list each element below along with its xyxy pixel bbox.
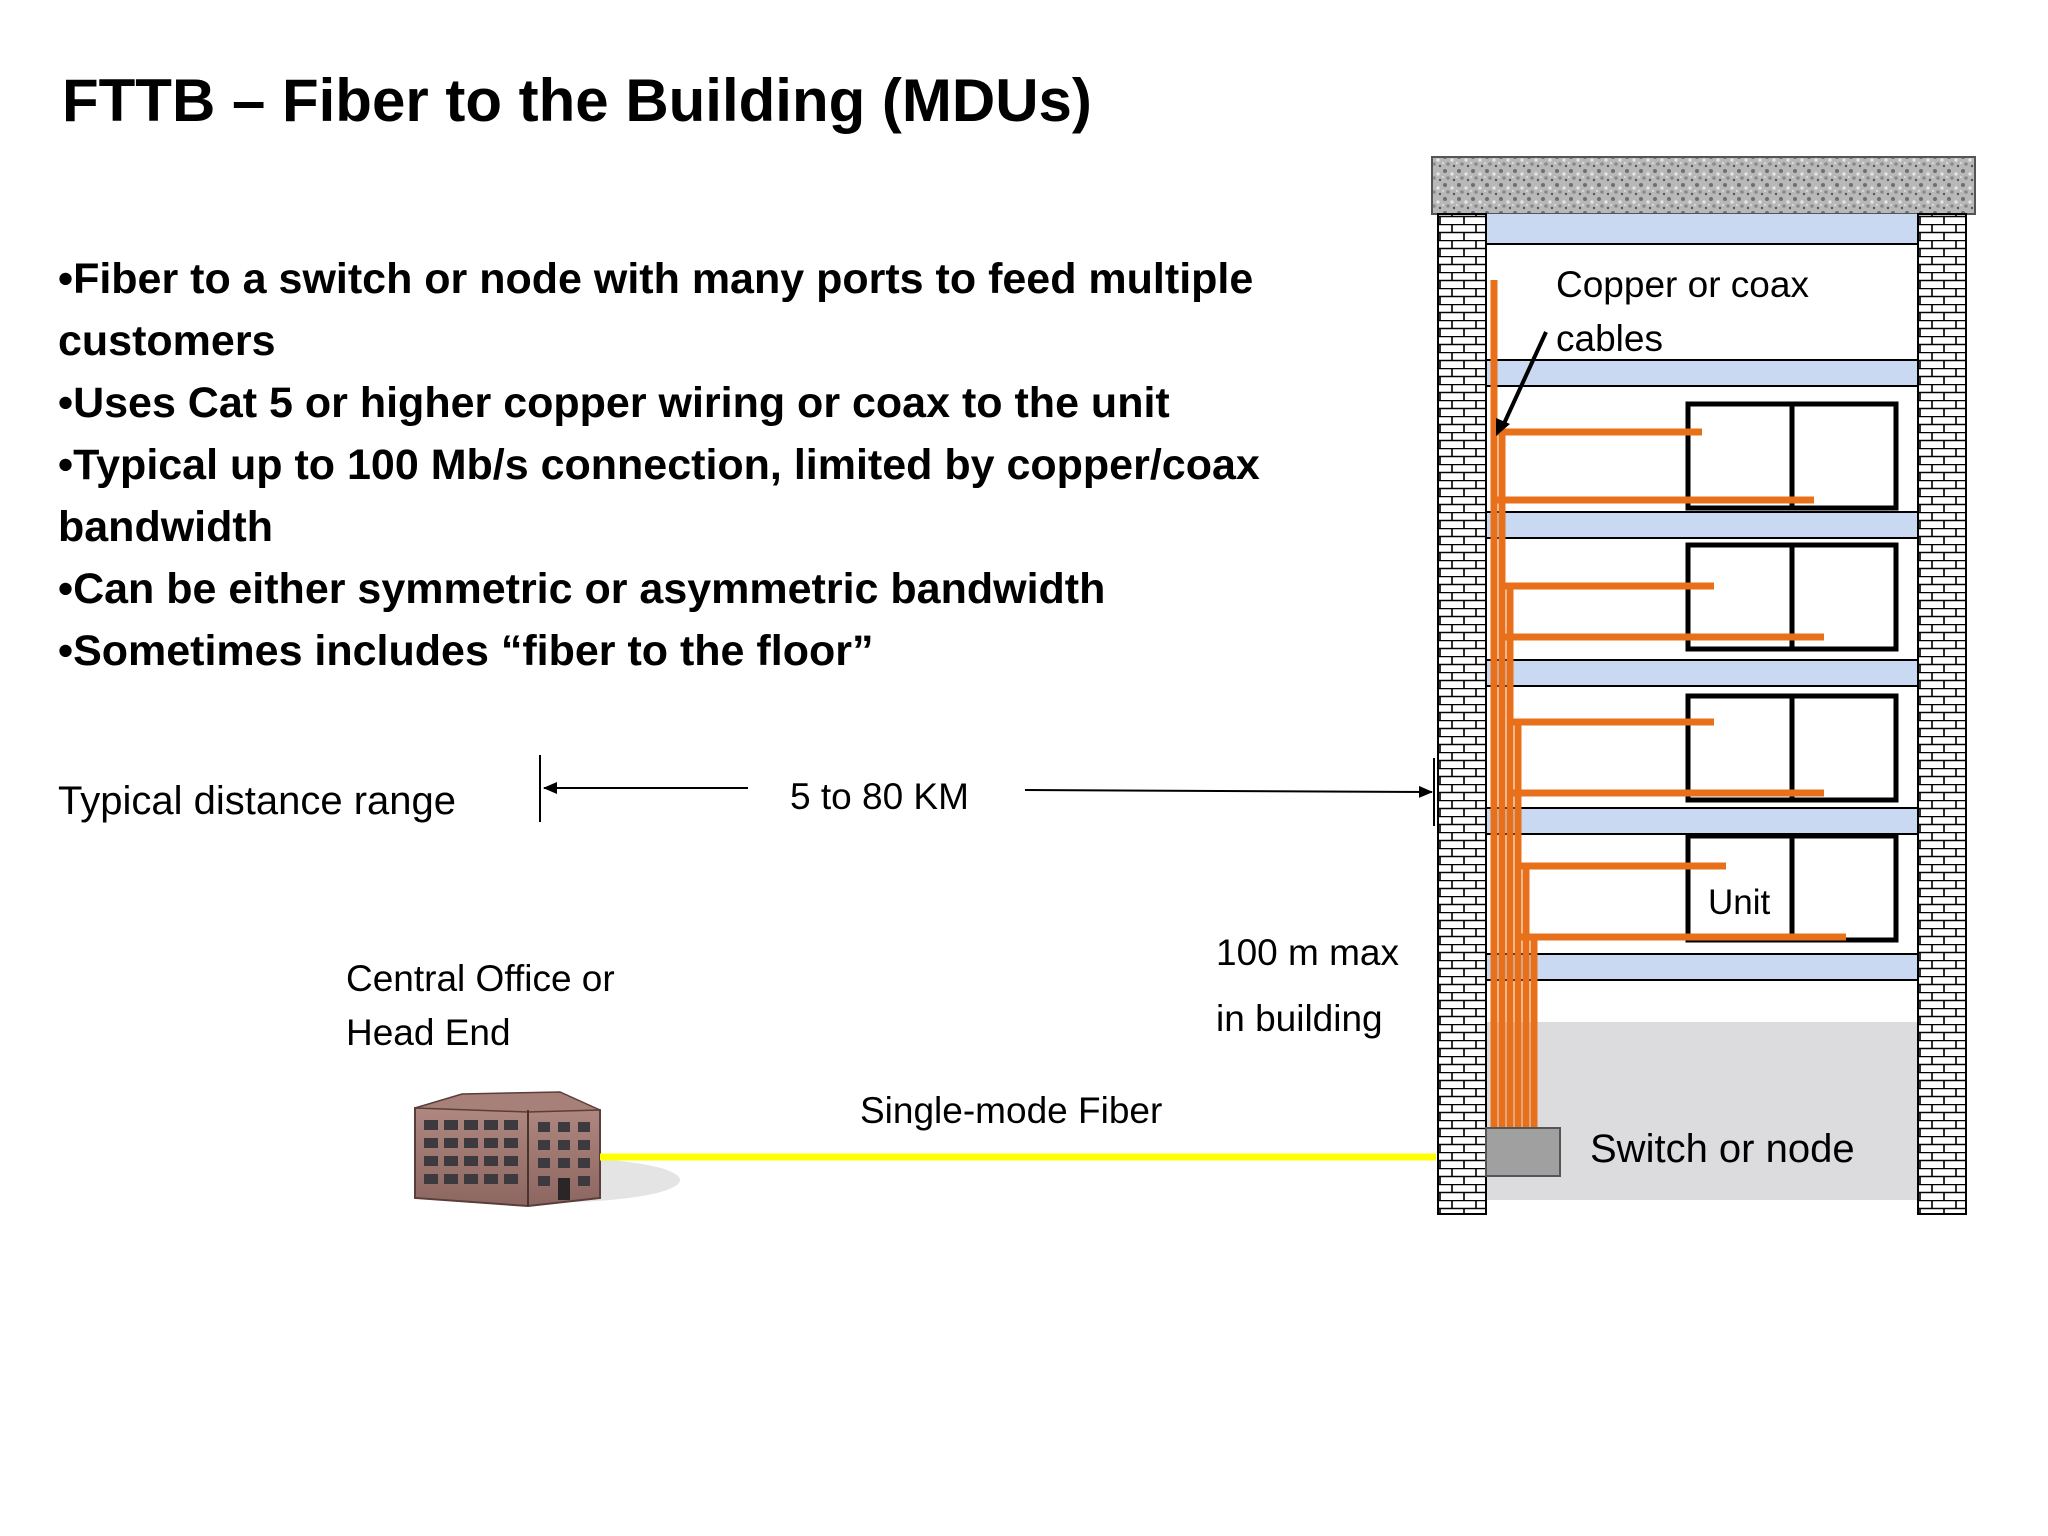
distance-value-label: 5 to 80 KM (790, 776, 969, 817)
bullet-item: •Uses Cat 5 or higher copper wiring or c… (58, 372, 1378, 434)
bullet-text: Can be either symmetric or asymmetric ba… (73, 565, 1106, 613)
central-office-label-line1: Central Office or (346, 958, 615, 999)
bullet-text-continued: customers (58, 317, 276, 365)
bullet-marker: • (58, 627, 74, 675)
cables-label-line1: Copper or coax (1556, 264, 1809, 305)
bullet-text: Sometimes includes “fiber to the floor” (73, 627, 874, 675)
bullet-marker: • (58, 565, 74, 613)
bullet-marker: • (58, 441, 74, 489)
unit-label: Unit (1708, 883, 1771, 922)
building-max-label-line2: in building (1216, 998, 1383, 1039)
bullet-list: •Fiber to a switch or node with many por… (58, 248, 1378, 682)
fiber-label: Single-mode Fiber (860, 1090, 1163, 1131)
bullet-marker: • (58, 379, 74, 427)
bullet-item: •Can be either symmetric or asymmetric b… (58, 558, 1378, 620)
central-office-label-line2: Head End (346, 1012, 511, 1053)
bullet-text-continued: bandwidth (58, 503, 273, 551)
distance-range-arrow (539, 755, 1435, 826)
central-office-building-icon (414, 1091, 680, 1208)
bullet-marker: • (58, 255, 74, 303)
bullet-item: •Sometimes includes “fiber to the floor” (58, 620, 1378, 682)
slide-title: FTTB – Fiber to the Building (MDUs) (62, 67, 1092, 134)
bullet-text: Uses Cat 5 or higher copper wiring or co… (73, 379, 1170, 427)
switch-node-label: Switch or node (1590, 1127, 1855, 1171)
bullet-item: •Typical up to 100 Mb/s connection, limi… (58, 434, 1378, 558)
bullet-text: Typical up to 100 Mb/s connection, limit… (73, 441, 1260, 489)
building-max-label-line1: 100 m max (1216, 932, 1400, 973)
distance-range-label: Typical distance range (58, 779, 457, 823)
switch-node-box (1485, 1127, 1561, 1177)
bullet-text: Fiber to a switch or node with many port… (73, 255, 1254, 303)
cables-label-line2: cables (1556, 318, 1663, 359)
bullet-item: •Fiber to a switch or node with many por… (58, 248, 1378, 372)
apartment-building-icon (1431, 156, 1976, 1215)
